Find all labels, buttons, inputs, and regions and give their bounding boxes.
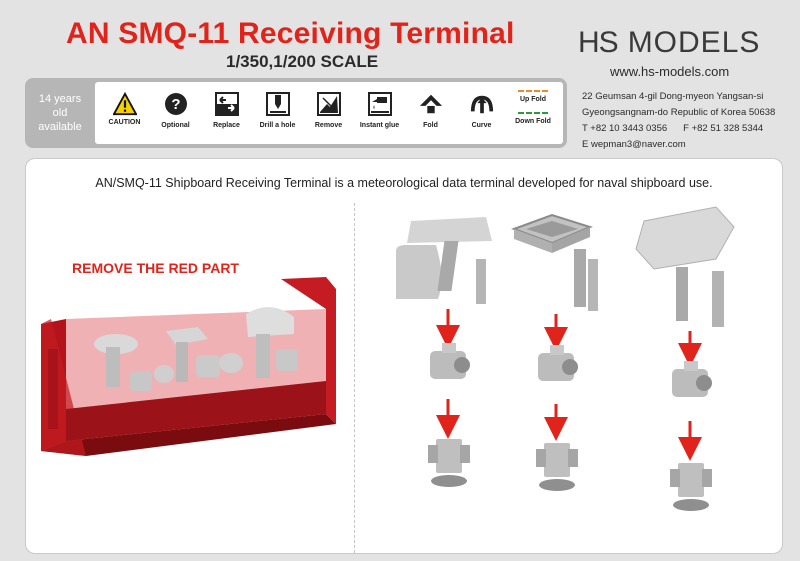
legend-label: Remove — [314, 122, 343, 129]
legend-item-caution: CAUTION — [99, 82, 150, 126]
phone-number: T +82 10 3443 0356 — [582, 123, 668, 134]
brand-logo: HS MODELS — [578, 26, 760, 60]
legend-label: Drill a hole — [259, 122, 296, 129]
legend-item-optional: ? Optional — [150, 82, 201, 129]
curve-icon — [470, 92, 494, 116]
tray-part-2 — [166, 327, 243, 382]
fold-icon — [419, 92, 443, 116]
legend-item-glue: Instant glue — [354, 82, 405, 129]
phone-fax-row: T +82 10 3443 0356 F +82 51 328 5344 — [582, 121, 775, 137]
assembly-column-1 — [396, 217, 492, 487]
address-line-1: 22 Geumsan 4-gil Dong-myeon Yangsan-si — [582, 91, 764, 102]
panel-divider — [354, 203, 355, 553]
legend-label: Optional — [161, 122, 190, 129]
tray-part-1 — [94, 334, 174, 391]
address-line-2: Gyeongsangnam-do Republic of Korea 50638 — [582, 107, 776, 118]
legend-label: Fold — [423, 122, 438, 129]
legend-label: CAUTION — [108, 119, 141, 126]
scale-subtitle: 1/350,1/200 SCALE — [226, 52, 379, 71]
page-title: AN SMQ-11 Receiving Terminal — [66, 17, 515, 50]
assembly-column-3 — [635, 206, 735, 511]
legend-item-drill: Drill a hole — [252, 82, 303, 129]
legend-icons: CAUTION ? Optional Replace Drill a hole … — [95, 82, 563, 144]
fold-line-key: Up Fold Down Fold — [507, 82, 559, 125]
up-fold-label: Up Fold — [519, 96, 547, 103]
legend-item-replace: Replace — [201, 82, 252, 129]
assembly-illustration — [41, 206, 735, 511]
legend-item-fold: Fold — [405, 82, 456, 129]
description: AN/SMQ-11 Shipboard Receiving Terminal i… — [95, 176, 713, 190]
brand-mark: HS — [578, 26, 619, 59]
contact-info: 22 Geumsan 4-gil Dong-myeon Yangsan-si G… — [582, 89, 775, 153]
fax-number: F +82 51 328 5344 — [683, 123, 764, 134]
legend-label: Instant glue — [359, 122, 400, 129]
sprue-tray — [41, 277, 336, 456]
drill-icon — [265, 92, 290, 116]
replace-icon — [214, 92, 239, 116]
legend-item-remove: Remove — [303, 82, 354, 129]
email-address: E wepman3@naver.com — [582, 139, 686, 150]
caution-icon — [112, 92, 137, 116]
legend-label: Curve — [471, 122, 492, 129]
website-link[interactable]: www.hs-models.com — [610, 64, 730, 79]
glue-icon — [367, 92, 392, 116]
up-fold-line — [518, 90, 548, 92]
question-icon: ? — [164, 92, 188, 116]
down-fold-line — [518, 112, 548, 114]
instruction-panel: AN/SMQ-11 Shipboard Receiving Terminal i… — [25, 158, 783, 554]
remove-icon — [316, 92, 341, 116]
symbol-legend: 14 years old available CAUTION ? Optiona… — [25, 78, 567, 148]
remove-instruction: REMOVE THE RED PART — [72, 260, 239, 276]
svg-text:?: ? — [171, 96, 180, 113]
legend-item-curve: Curve — [456, 82, 507, 129]
brand-name: MODELS — [627, 26, 761, 59]
legend-label: Replace — [213, 122, 240, 129]
age-notice: 14 years old available — [38, 93, 82, 133]
tray-part-3 — [246, 307, 298, 378]
down-fold-label: Down Fold — [515, 118, 551, 125]
assembly-column-2 — [511, 213, 598, 491]
